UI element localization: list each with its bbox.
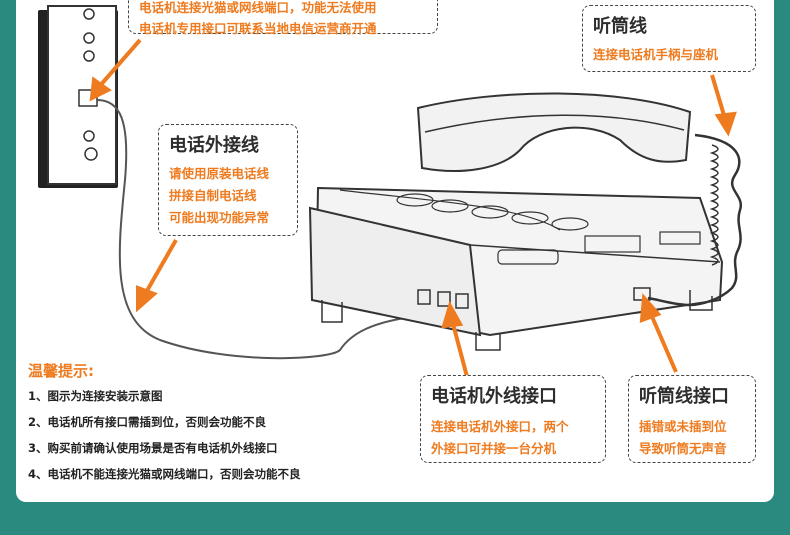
arrow-to-wall-socket — [96, 38, 142, 90]
phone-line-cord — [96, 99, 431, 360]
handset-cord-note: 听筒线 连接电话机手柄与座机 — [582, 5, 756, 72]
top-note-line2: 电话机专用接口可联系当地电信运营商开通 — [139, 21, 377, 36]
coiled-handset-cord — [647, 133, 743, 307]
phone-line-note: 电话外接线 请使用原装电话线 拼接自制电话线 可能出现功能异常 — [158, 124, 298, 236]
phone-line-title: 电话外接线 — [169, 135, 259, 156]
tip-item: 4、电话机不能连接光猫或网线端口，否则会功能不良 — [28, 467, 301, 481]
tips-title: 温馨提示: — [28, 362, 94, 380]
handset-cord-title: 听筒线 — [593, 16, 647, 37]
line-port-body-2: 外接口可并接一台分机 — [431, 441, 557, 456]
top-warning-note: 电话机连接光猫或网线端口，功能无法使用 电话机专用接口可联系当地电信运营商开通 — [128, 0, 438, 36]
phone-base-illustration — [308, 186, 724, 351]
phone-line-body-2: 拼接自制电话线 — [169, 188, 257, 203]
handset-cord-body: 连接电话机手柄与座机 — [593, 47, 719, 62]
handset-illustration — [416, 92, 692, 172]
phone-line-body-1: 请使用原装电话线 — [169, 166, 270, 181]
top-note-line1: 电话机连接光猫或网线端口，功能无法使用 — [139, 0, 377, 15]
handset-port-title: 听筒线接口 — [639, 386, 729, 407]
arrow-to-phone-line — [142, 239, 178, 297]
handset-port-note: 听筒线接口 插错或未插到位 导致听筒无声音 — [628, 375, 756, 463]
line-port-title: 电话机外线接口 — [431, 386, 557, 407]
arrow-to-handset-port — [648, 311, 678, 373]
tip-item: 3、购买前请确认使用场景是否有电话机外线接口 — [28, 441, 278, 455]
handset-port-body-1: 插错或未插到位 — [639, 419, 727, 434]
line-port-note: 电话机外线接口 连接电话机外接口，两个 外接口可并接一台分机 — [420, 375, 606, 463]
handset-port-body-2: 导致听筒无声音 — [639, 441, 727, 456]
tip-item: 2、电话机所有接口需插到位，否则会功能不良 — [28, 415, 266, 429]
tip-item: 1、图示为连接安装示意图 — [28, 389, 163, 403]
line-port-body-1: 连接电话机外接口，两个 — [431, 419, 569, 434]
phone-line-body-3: 可能出现功能异常 — [169, 210, 270, 225]
wall-socket-illustration — [38, 5, 118, 188]
